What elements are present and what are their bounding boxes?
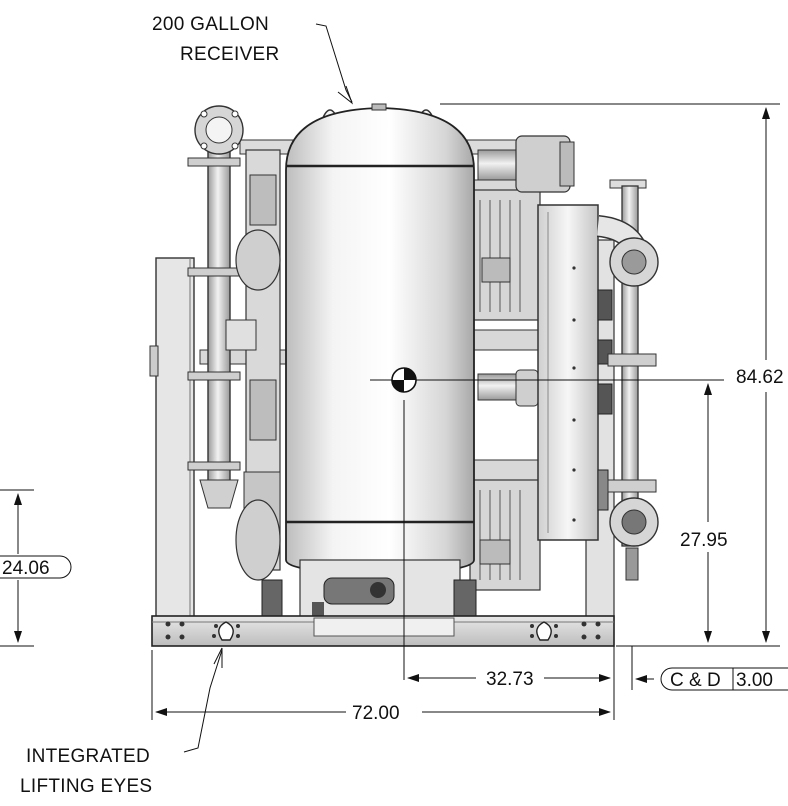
receiver-callout-leader [315,23,354,105]
dim-cog-horizontal [407,646,615,720]
receiver-callout-line2: RECEIVER [180,44,280,65]
datum-offset-value: 3.00 [736,670,773,691]
cog-horizontal-value: 32.73 [486,669,534,690]
dim-c-and-d [631,646,788,691]
tank-base [299,559,477,621]
lifting-eye-left [212,621,240,641]
receiver-tank [285,103,475,575]
dim-overall-width [151,650,611,720]
overall-height-value: 84.62 [736,367,784,388]
lifting-eye-right [530,621,558,641]
control-panel [537,204,613,541]
left-valve-column [225,149,283,617]
lifting-eyes-callout-leader [183,647,223,753]
lifting-eyes-callout-line2: LIFTING EYES [20,776,152,797]
left-height-value: 24.06 [2,558,50,579]
datum-label: C & D [670,670,721,691]
overall-width-value: 72.00 [352,703,400,724]
dim-overall-height [440,103,780,647]
lifting-eyes-callout-line1: INTEGRATED [26,746,150,767]
left-discharge-piping [187,105,244,509]
right-inlet-piping [596,179,659,581]
right-blowers [469,135,575,591]
receiver-callout-line1: 200 GALLON [152,14,269,35]
dim-left-height [0,489,72,647]
center-of-gravity-symbol [370,367,440,680]
dim-cog-height [440,379,724,643]
cog-height-value: 27.95 [680,530,728,551]
